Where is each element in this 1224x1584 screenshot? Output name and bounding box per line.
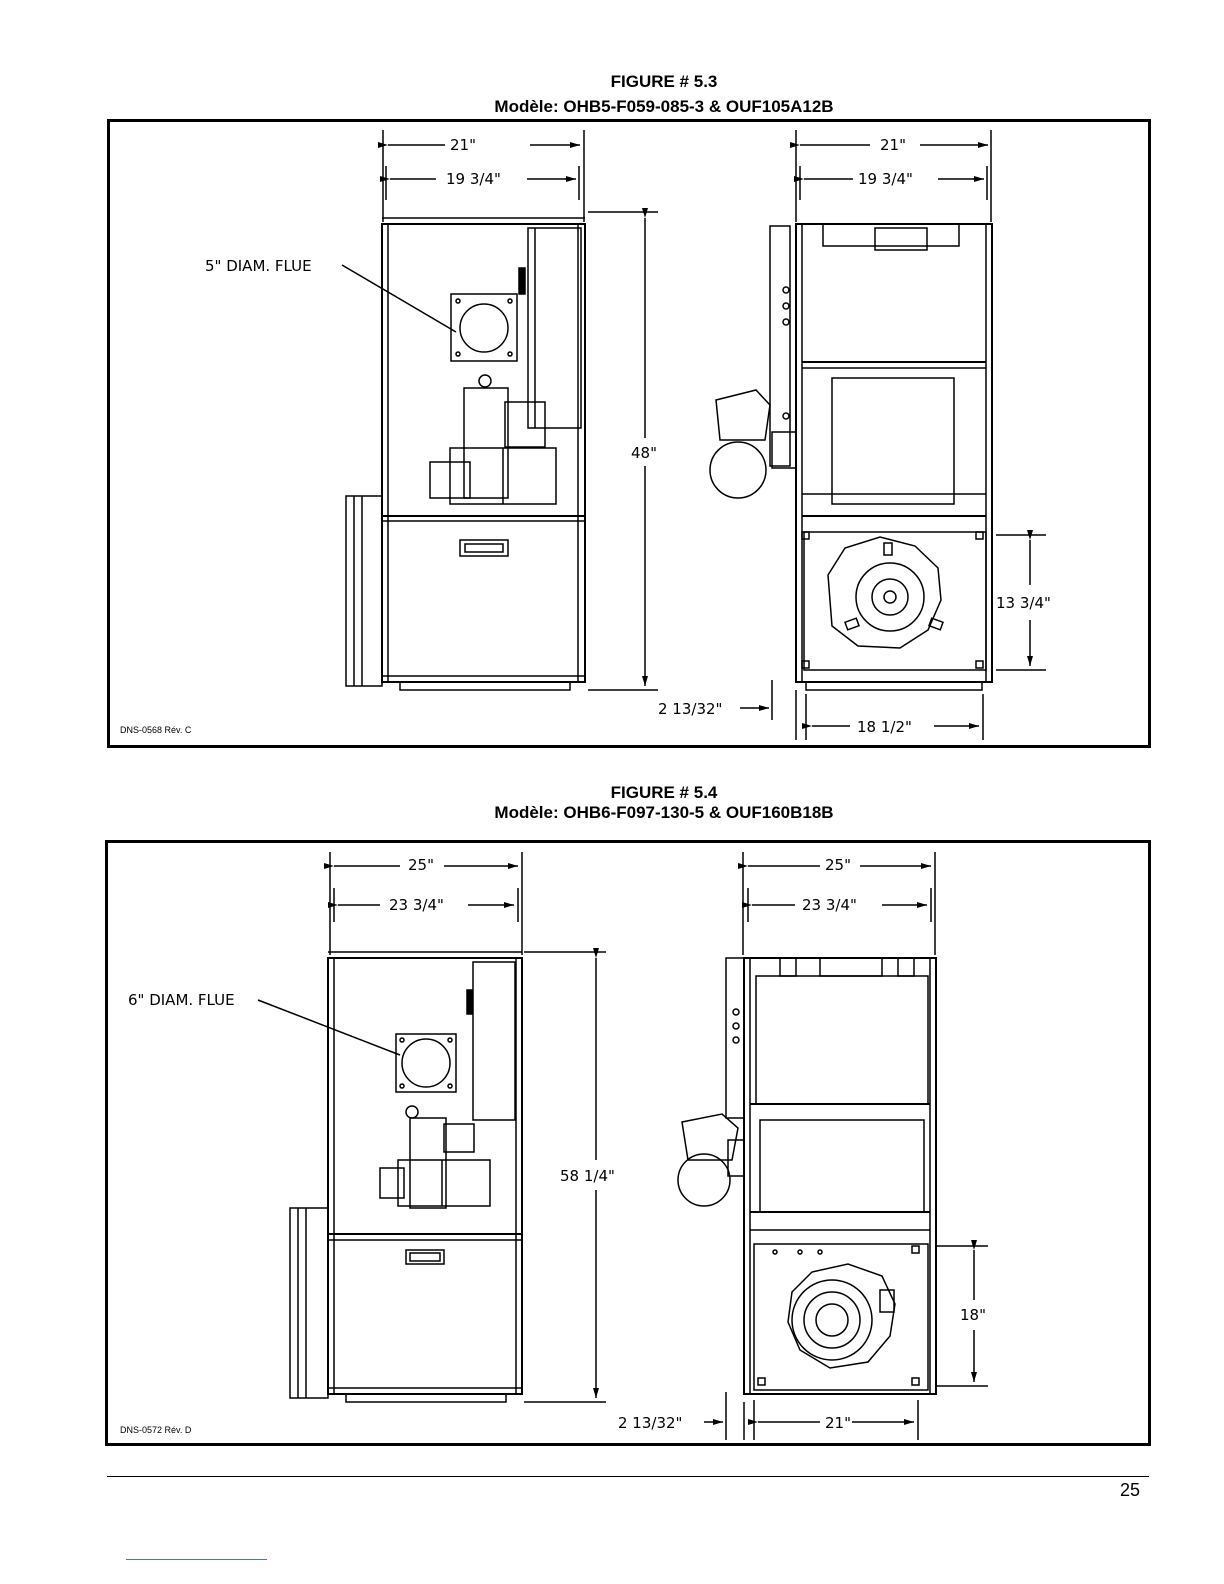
figure-5-3-front-view	[346, 130, 658, 690]
figure-5-4-side-view	[678, 852, 988, 1440]
fig53-side-inner-label: 19 3/4"	[858, 170, 913, 188]
fig54-base-label: 21"	[825, 1414, 851, 1432]
fig54-blower-label: 18"	[960, 1306, 986, 1324]
fig54-side-width-label: 25"	[825, 856, 851, 874]
figure-5-4-front-view	[258, 852, 606, 1402]
fig53-front-width-label: 21"	[450, 136, 476, 154]
fig53-drawing-ref: DNS-0568 Rév. C	[120, 725, 192, 735]
fig53-side-width-label: 21"	[880, 136, 906, 154]
fig53-base-label: 18 1/2"	[857, 718, 912, 736]
fig54-drawing-ref: DNS-0572 Rév. D	[120, 1425, 192, 1435]
figure-5-3-side-view	[342, 130, 1046, 740]
fig53-flue-label: 5" DIAM. FLUE	[205, 257, 312, 275]
footer-link-underline	[126, 1559, 267, 1560]
fig54-front-inner-label: 23 3/4"	[389, 896, 444, 914]
fig54-flue-label: 6" DIAM. FLUE	[128, 991, 235, 1009]
fig54-offset-label: 2 13/32"	[618, 1414, 682, 1432]
fig54-side-inner-label: 23 3/4"	[802, 896, 857, 914]
fig54-front-width-label: 25"	[408, 856, 434, 874]
fig53-blower-label: 13 3/4"	[996, 594, 1051, 612]
footer-rule	[107, 1476, 1149, 1477]
fig53-height-label: 48"	[631, 444, 657, 462]
fig53-front-inner-label: 19 3/4"	[446, 170, 501, 188]
fig53-offset-label: 2 13/32"	[658, 700, 722, 718]
fig54-height-label: 58 1/4"	[560, 1167, 615, 1185]
page-number: 25	[1100, 1480, 1140, 1501]
